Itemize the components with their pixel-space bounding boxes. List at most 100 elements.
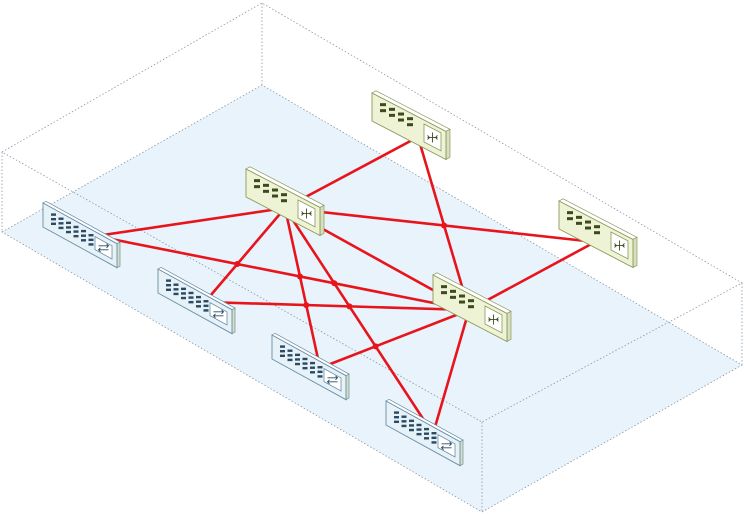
router-arrows-icon xyxy=(427,132,438,143)
port-icon xyxy=(576,221,582,225)
port-icon xyxy=(280,350,285,353)
port-icon xyxy=(281,193,287,197)
port-icon xyxy=(263,183,269,187)
port-icon xyxy=(594,225,600,229)
port-icon xyxy=(188,300,194,304)
port-icon xyxy=(380,103,386,107)
port-icon xyxy=(468,299,474,303)
device-side-edge xyxy=(319,204,325,237)
port-icon xyxy=(567,217,573,221)
port-icon xyxy=(401,424,407,428)
router-icon xyxy=(558,198,638,269)
port-icon xyxy=(409,419,414,423)
port-icon xyxy=(81,239,86,242)
port-icon xyxy=(254,185,260,189)
port-icon xyxy=(203,309,209,312)
port-icon xyxy=(398,118,404,122)
link-crossing-dot xyxy=(296,273,303,280)
port-icon xyxy=(181,292,186,295)
link-core-router-left-access-switch-2 xyxy=(203,206,287,304)
link-crossing-dot xyxy=(441,222,448,229)
port-icon xyxy=(394,411,399,414)
port-icon xyxy=(51,222,56,225)
port-icon xyxy=(287,349,293,352)
switch-icon xyxy=(157,266,236,335)
port-icon xyxy=(310,371,315,374)
switch-icon xyxy=(385,398,464,467)
devices-layer xyxy=(42,90,638,467)
link-crossing-dot xyxy=(234,261,241,268)
port-icon xyxy=(196,295,201,299)
port-icon xyxy=(441,285,447,289)
device-side-edge xyxy=(459,439,464,467)
port-icon xyxy=(317,375,323,378)
port-icon xyxy=(281,199,287,203)
link-core-router-center-access-switch-1 xyxy=(94,234,471,312)
port-icon xyxy=(401,415,407,418)
port-icon xyxy=(302,366,308,370)
port-icon xyxy=(88,238,94,242)
switch-module-icon xyxy=(94,235,113,260)
port-icon xyxy=(389,107,395,111)
switch-icon xyxy=(42,200,121,269)
port-icon xyxy=(459,300,465,304)
port-icon xyxy=(450,295,456,299)
port-icon xyxy=(317,370,323,374)
link-core-router-left-access-switch-4 xyxy=(283,206,435,436)
port-icon xyxy=(203,304,209,308)
router-icon xyxy=(432,272,512,343)
port-icon xyxy=(254,179,260,183)
port-icon xyxy=(196,300,201,303)
port-icon xyxy=(166,279,171,282)
link-core-router-center-access-switch-3 xyxy=(318,308,471,370)
port-icon xyxy=(394,416,399,419)
switch-module-icon xyxy=(323,367,342,392)
port-icon xyxy=(272,188,278,192)
port-icon xyxy=(73,230,79,233)
port-icon xyxy=(280,354,285,357)
port-icon xyxy=(302,357,308,361)
device-side-edge xyxy=(445,128,451,161)
port-icon xyxy=(394,420,399,423)
switch-arrows-icon xyxy=(212,309,225,319)
port-icon xyxy=(88,243,94,246)
floor-plane xyxy=(2,85,742,512)
port-icon xyxy=(585,220,591,224)
port-icon xyxy=(380,109,386,113)
port-icon xyxy=(196,305,201,308)
link-crossing-dot xyxy=(303,302,310,309)
switch-arrows-icon xyxy=(440,441,453,451)
port-icon xyxy=(73,234,79,238)
port-icon xyxy=(58,217,64,220)
port-icon xyxy=(401,420,407,423)
switch-icon xyxy=(271,332,350,401)
device-side-edge xyxy=(506,310,512,343)
port-icon xyxy=(173,288,179,291)
switch-module-icon xyxy=(437,433,456,458)
port-icon xyxy=(295,353,300,357)
link-core-router-right-core-router-center xyxy=(467,240,597,312)
port-icon xyxy=(58,226,64,230)
port-icon xyxy=(416,428,422,431)
port-icon xyxy=(166,288,171,291)
port-icon xyxy=(66,226,71,229)
port-icon xyxy=(81,229,86,233)
router-arrows-icon xyxy=(488,314,499,325)
port-icon xyxy=(450,289,456,293)
link-core-router-left-access-switch-3 xyxy=(283,206,322,370)
switch-arrows-icon xyxy=(326,375,339,385)
port-icon xyxy=(188,296,194,299)
port-icon xyxy=(431,432,437,435)
port-icon xyxy=(431,441,437,444)
device-face xyxy=(558,200,634,269)
port-icon xyxy=(58,222,64,225)
port-icon xyxy=(585,226,591,230)
port-icon xyxy=(594,231,600,235)
port-icon xyxy=(459,294,465,298)
router-arrows-icon xyxy=(301,208,312,219)
port-icon xyxy=(409,424,414,427)
port-icon xyxy=(416,423,422,427)
device-side-edge xyxy=(632,236,638,269)
